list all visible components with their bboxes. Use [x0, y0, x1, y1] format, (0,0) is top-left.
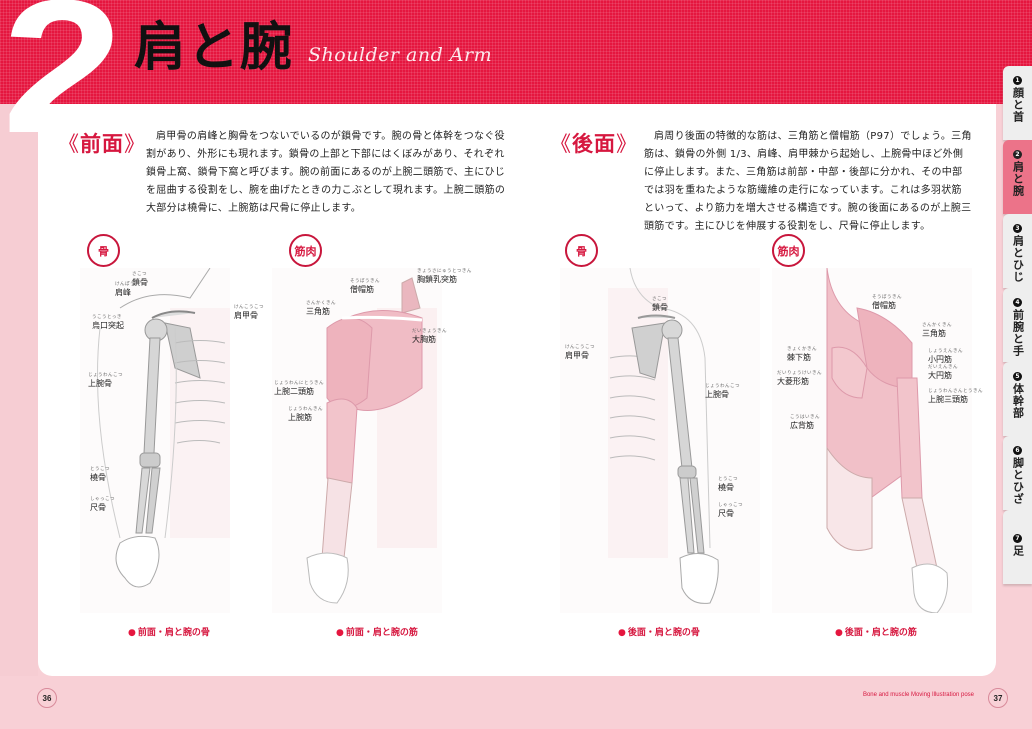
label-deltoid-back: さんかくきん三角筋 [922, 323, 952, 338]
label-ulna: しゃっこつ尺骨 [90, 497, 115, 512]
label-rhomboid-major: だいりょうけいきん大菱形筋 [777, 371, 822, 386]
bracket-close: 》 [124, 132, 146, 156]
label-brachialis: じょうわんきん上腕筋 [288, 407, 323, 422]
muscle-back-drawing [826, 268, 948, 613]
front-bone-badge: 骨 [87, 234, 120, 267]
muscle-front-drawing [306, 277, 437, 604]
back-heading: 《後面》 [550, 128, 638, 158]
caption-back-bone: ●後面・肩と腕の骨 [618, 628, 700, 638]
back-bone-illustration: さこつ鎖骨 けんこうこつ肩甲骨 じょうわんこつ上腕骨 とうこつ橈骨 しゃっこつ尺… [560, 268, 760, 613]
front-heading: 《前面》 [58, 128, 146, 158]
back-heading-text: 後面 [572, 132, 616, 156]
bullet-icon: ● [618, 628, 626, 638]
caption-front-muscle: ●前面・肩と腕の筋 [336, 628, 418, 638]
bullet-icon: ● [835, 628, 843, 638]
label-scapula-back: けんこうこつ肩甲骨 [565, 345, 595, 360]
label-clavicle-back: さこつ鎖骨 [652, 297, 668, 312]
back-muscle-badge: 筋肉 [772, 234, 805, 267]
bracket-close: 》 [616, 132, 638, 156]
bracket-open: 《 [550, 132, 572, 156]
label-humerus: じょうわんこつ上腕骨 [88, 373, 123, 388]
front-heading-text: 前面 [80, 132, 124, 156]
page-number-right: 37 [988, 688, 1008, 708]
chapter-subtitle: Shoulder and Arm [308, 44, 493, 66]
label-clavicle: さこつ鎖骨 [132, 272, 148, 287]
caption-back-muscle: ●後面・肩と腕の筋 [835, 628, 917, 638]
label-coracoid: うこうとっき烏口突起 [92, 315, 124, 330]
label-teres-minor: しょうえんきん小円筋 [928, 349, 963, 364]
skeleton-front-drawing [97, 268, 230, 588]
page-number-left: 36 [37, 688, 57, 708]
chapter-number: 2 [2, 0, 124, 173]
label-trapezius-back: そうぼうきん僧帽筋 [872, 295, 902, 310]
bullet-icon: ● [128, 628, 136, 638]
header-band [0, 0, 1032, 104]
back-body-text: 肩周り後面の特徴的な筋は、三角筋と僧帽筋（P97）でしょう。三角筋は、鎖骨の外側… [644, 131, 972, 232]
label-acromion: けんぽう肩峰 [115, 282, 135, 297]
skeleton-back-drawing [608, 268, 719, 604]
label-biceps: じょうわんにとうきん上腕二頭筋 [274, 381, 324, 396]
label-trapezius: そうぼうきん僧帽筋 [350, 279, 380, 294]
label-latissimus: こうはいきん広背筋 [790, 415, 820, 430]
back-muscle-illustration: そうぼうきん僧帽筋 さんかくきん三角筋 きょくかきん棘下筋 しょうえんきん小円筋… [772, 268, 983, 613]
label-radius-back: とうこつ橈骨 [718, 477, 738, 492]
label-teres-major: だいえんきん大円筋 [928, 365, 958, 380]
label-radius: とうこつ橈骨 [90, 467, 110, 482]
left-margin-strip [0, 104, 38, 676]
front-bone-illustration: さこつ鎖骨 けんぽう肩峰 けんこうこつ肩甲骨 うこうとっき烏口突起 じょうわんこ… [80, 268, 264, 613]
label-sternocleidomastoid: きょうさにゅうとつきん胸鎖乳突筋 [417, 269, 472, 284]
chapter-title: 肩と腕 [134, 18, 294, 78]
back-bone-badge: 骨 [565, 234, 598, 267]
front-muscle-illustration: きょうさにゅうとつきん胸鎖乳突筋 そうぼうきん僧帽筋 さんかくきん三角筋 だいき… [272, 268, 471, 613]
label-infraspinatus: きょくかきん棘下筋 [787, 347, 817, 362]
label-ulna-back: しゃっこつ尺骨 [718, 503, 743, 518]
label-pectoralis-major: だいきょうきん大胸筋 [412, 329, 447, 344]
front-body-text: 肩甲骨の肩峰と胸骨をつないでいるのが鎖骨です。腕の骨と体幹をつなぐ役割があり、外… [146, 131, 506, 214]
footer-tagline: Bone and muscle Moving Illustration pose [862, 692, 974, 698]
bullet-icon: ● [336, 628, 344, 638]
label-triceps: じょうわんさんとうきん上腕三頭筋 [928, 389, 983, 404]
label-scapula: けんこうこつ肩甲骨 [234, 305, 264, 320]
label-deltoid: さんかくきん三角筋 [306, 301, 336, 316]
front-muscle-badge: 筋肉 [289, 234, 322, 267]
bracket-open: 《 [58, 132, 80, 156]
caption-front-bone: ●前面・肩と腕の骨 [128, 628, 210, 638]
label-humerus-back: じょうわんこつ上腕骨 [705, 384, 740, 399]
